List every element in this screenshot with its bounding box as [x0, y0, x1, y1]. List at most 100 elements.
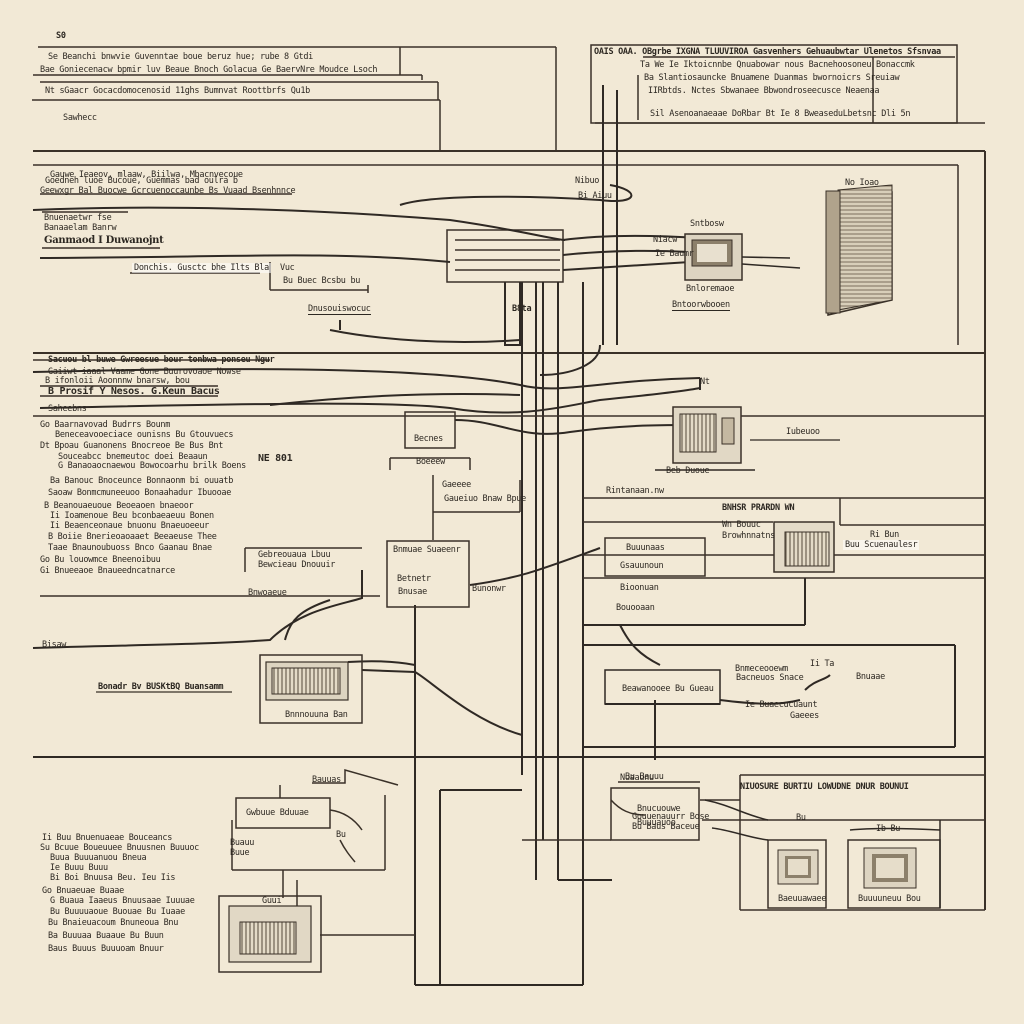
bottom-mid-box: Bnucuouwe	[637, 804, 681, 814]
left-list-box-label2: Boeeew	[416, 457, 445, 467]
header-left-line-2: Bae Goniecenacw bpmir luv Beaue Bnoch Go…	[40, 65, 378, 75]
junction-box-mid	[389, 411, 521, 540]
block2-right-label: Nt	[700, 377, 710, 387]
left-list-line-2: Beneceavooeciace ounisns Bu Gtouvuecs	[55, 430, 234, 440]
left-mid-box-line-2: Bewcieau Dnouuir	[258, 560, 336, 570]
left-device-top-label: Bisaw	[42, 640, 67, 650]
right-lower-small2: Gaeees	[790, 711, 819, 721]
bottom-right-small2: Ib Bu	[876, 824, 901, 834]
left-device-caption: Bnnnouuna Ban	[285, 710, 348, 720]
left-mid-side-label: Bnusae	[398, 587, 427, 597]
header-right-line-5: Sil Asenoanaeaae DoRbar Bt Ie 8 Bweasedu…	[650, 109, 911, 119]
wire-bundle-bottom-right	[704, 799, 941, 908]
left-list-line-10: Ii Beaenceonaue bnuonu Bnaeuoeeur	[50, 521, 209, 531]
left-list-line-13: Go Bu louowmce Bneenoibuu	[40, 555, 161, 565]
right-block-title: BNHSR PRARDN WN	[722, 503, 795, 513]
right-block-mid-box: Bnmeceooewm	[735, 664, 788, 674]
center-caption: Bnloremaoe	[686, 284, 735, 294]
left-list-line-9: Ii Ioamenoue Beu bconbaeaeuu Bonen	[50, 511, 214, 521]
header-right-panel	[590, 44, 985, 124]
bottom-left-box2-top: Guui	[262, 896, 282, 906]
main-bands	[33, 150, 986, 910]
wire-bundle-lower	[32, 547, 985, 760]
left-list-line-6: Ba Banouc Bnoceunce Bonnaonm bi ouuatb	[50, 476, 234, 486]
left-mid-far-label: Bunonwr	[472, 584, 506, 594]
right-block-box-label: Buuunaas	[626, 543, 665, 553]
block1-line-2: Goedneh luoe Bucoue, Guemmas bad oulra b	[45, 176, 238, 186]
header-right-line-2: Ta We Ie Iktoicnnbe Qnuabowar nous Bacne…	[640, 60, 915, 70]
left-list-label-mid: Gaeeee	[442, 480, 471, 490]
right-lower-side: Nuaaunu	[620, 773, 654, 783]
mid-right-frame	[244, 497, 985, 608]
bottom-left-sidebox: Buauu	[230, 838, 255, 848]
bottom-left-label: Bauuas	[312, 775, 341, 785]
block1-label-small2: Banaaelam Banrw	[44, 223, 117, 233]
right-block-ac-label: Beawanooee Bu Gueau	[622, 684, 714, 694]
left-device-callout: Bonadr Bv BUSKtBQ Buansamm	[98, 682, 224, 692]
header-right-line-4: IIRbtds. Nctes Sbwanaee Bbwondroseecusce…	[648, 86, 880, 96]
bottom-mid-frame	[522, 774, 985, 911]
bottom-left-line-9: Bu Bnaieuacoum Bnuneoua Bnu	[48, 918, 179, 928]
bottom-right-small: Bu	[796, 813, 806, 823]
center-top-label2: Bi Aiuu	[578, 191, 612, 201]
bottom-right-device2: Buuuuneuu Bou	[858, 894, 921, 904]
right-lower-box2: Gouuenauurr Bose	[632, 812, 710, 822]
left-list-line-11: B Boiie Bnerieoaoaaet Beeaeuse Thee	[48, 532, 217, 542]
bottom-left-line-5: Bi Boi Bnuusa Beu. Ieu Iis	[50, 873, 176, 883]
heater-unit-bottom	[218, 895, 322, 973]
bottom-left-box: Gwbuue Bduuae	[246, 808, 309, 818]
header-left-panel	[32, 46, 557, 152]
right-block-device-label2: Beb Duoue	[666, 466, 710, 476]
block2-line-1: Gaiiwt iaaal Vaame Gone Buurovoaoe Nowse	[48, 367, 241, 377]
wire-bundle-top	[32, 184, 701, 346]
right-lower-label: Bnuaae	[856, 672, 885, 682]
left-list-line-3: Dt Bpoau Guanonens Bnocreoe Be Bus Bnt	[40, 441, 224, 451]
left-list-line-14: Gi Bnueeaoe Bnaueedncatnarce	[40, 566, 175, 576]
left-list-lines	[33, 385, 985, 597]
ac-unit-mid	[655, 406, 840, 471]
bottom-right-title: NIUOSURE BURTIU LOWUDNE DNUR BOUNUI	[740, 782, 909, 792]
bottom-left-sidebox2: Buue	[230, 848, 250, 858]
bottom-left-frame	[231, 769, 415, 936]
block1-line-3: Geewxgr Bal Buocwe Gcrcuenoccaunbe Bs Vu…	[40, 186, 296, 196]
block1-line-1: Gauwe Ieaeov, mlaaw, Biilwa, Mbacnvecoue	[50, 170, 243, 180]
bottom-left-line-3: Buua Buuuanuou Bneua	[50, 853, 147, 863]
right-block-callout: Rintanaan.nw	[606, 486, 664, 496]
left-mid-label: Bnwoaeue	[248, 588, 287, 598]
ac-unit-right	[773, 521, 835, 573]
header-left-line-4: Sawhecc	[63, 113, 97, 123]
bottom-left-line-10: Ba Buuuaa Buaaue Bu Buun	[48, 931, 164, 941]
center-screen-caption: Bntoorwbooen	[672, 300, 730, 311]
left-list-label-mid2: Gaueiuo Bnaw Bpue	[444, 494, 526, 504]
bottom-mid-box2: Buuuauoo	[637, 818, 676, 828]
bottom-left-line-1: Ii Buu Bnuenuaeae Bouceancs	[42, 833, 173, 843]
right-lower-small3: Bu Baus Baceue	[632, 822, 700, 832]
left-mid-side-box-line-2: Betnetr	[397, 574, 431, 584]
header-left-line-3: Nt sGaacr Gocacdomocenosid 11ghs Bumnvat…	[45, 86, 310, 96]
block2-header: Sacuou bl buwe Gwreesue bour tonbwa pons…	[48, 355, 275, 365]
right-block-side-label2: Buu Scuenaulesr	[843, 540, 920, 550]
header-right-line-3: Ba Slantiosauncke Bnuamene Duanmas bworn…	[644, 73, 900, 83]
right-block-label-1: Wn Bouuc	[722, 520, 761, 530]
bottom-right-device1: Baeuuawaee	[778, 894, 827, 904]
monitor-unit-top	[684, 233, 801, 281]
bottom-left-line-4: Ie Buuu Buuu	[50, 863, 108, 873]
block1-mid-label: Vuc	[280, 263, 295, 273]
block1-bottom-label: Dnusouiswocuc	[308, 304, 371, 315]
right-block-mid-label: Bioonuan	[620, 583, 659, 593]
block2-line-3: B Prosif Y Nesos. G.Keun Bacus	[48, 386, 220, 397]
right-block-side-label: Ri Bun	[870, 530, 899, 540]
header-left-line-1: Se Beanchi bnwvie Guvenntae boue beruz h…	[48, 52, 313, 62]
left-list-line-7: Saoaw Bonmcmuneeuoo Bonaahadur Ibuooae	[48, 488, 232, 498]
right-lower-small: Ie Buaecucuaunt	[745, 700, 818, 710]
right-block-mid-device: Ii Ta	[810, 659, 835, 669]
block1-callout: Donchis. Gusctc bhe Ilts Bla	[132, 263, 271, 273]
center-mid-label: Sntbosw	[690, 219, 724, 229]
left-list-box-label: Becnes	[414, 434, 443, 444]
left-list-line-4: Souceabcc bnemeutoc doei Beaaun	[58, 452, 208, 462]
right-block-label-2: Browhnnatns	[722, 531, 775, 541]
left-mid-side-box-line-1: Bnmuae Suaeenr	[393, 545, 461, 555]
left-list-line-8: B Beanouaeuoue Beoeaoen bnaeoor	[44, 501, 194, 511]
right-lower-box-label: Bacneuos Snace	[736, 673, 804, 683]
